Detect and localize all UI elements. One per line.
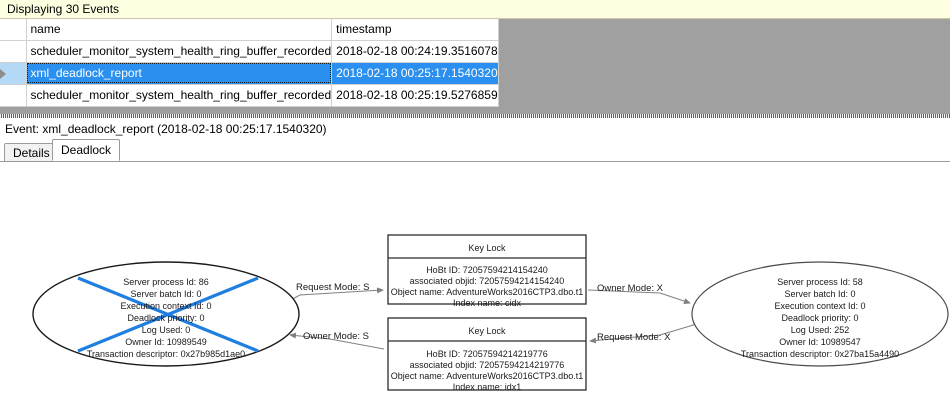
edge-bottom-request-right: Request Mode: X [589,322,701,344]
process-node-right[interactable]: Server process Id: 58 Server batch Id: 0… [691,261,949,367]
resource-line: HoBt ID: 72057594214154240 [426,265,548,275]
row-selector-cell[interactable] [0,40,27,63]
resource-line: associated objid: 72057594214219776 [410,360,565,370]
process-line: Server process Id: 86 [123,277,209,287]
event-caption: Event: xml_deadlock_report (2018-02-18 0… [0,119,950,139]
event-caption-label: Event: xml_deadlock_report (2018-02-18 0… [5,122,327,136]
grid-header-selector [0,19,27,41]
tab-deadlock[interactable]: Deadlock [52,139,121,161]
process-line: Server batch Id: 0 [784,289,855,299]
process-node-left[interactable]: Server process Id: 86 Server batch Id: 0… [32,261,300,367]
resource-box [387,317,587,391]
edge-left-request-top: Request Mode: S [282,282,384,305]
grid-header-name[interactable]: name [26,19,333,41]
victim-cross-icon [77,276,259,353]
process-line: Deadlock priority: 0 [781,313,858,323]
process-line: Owner Id: 10989549 [125,337,207,347]
table-row[interactable]: scheduler_monitor_system_health_ring_buf… [0,40,499,63]
process-line: Owner Id: 10989547 [779,337,861,347]
row-timestamp-cell[interactable]: 2018-02-18 00:24:19.3516078 [331,40,499,63]
edge-left-request-top-label: Request Mode: S [296,282,369,293]
row-pointer-icon [0,68,6,79]
events-count-banner: Displaying 30 Events [0,0,950,19]
tab-deadlock-label: Deadlock [61,143,112,157]
table-row[interactable]: xml_deadlock_report 2018-02-18 00:25:17.… [0,62,499,85]
row-timestamp-cell[interactable]: 2018-02-18 00:25:19.5276859 [331,84,499,107]
row-name-cell[interactable]: scheduler_monitor_system_health_ring_buf… [26,40,333,63]
table-row[interactable]: scheduler_monitor_system_health_ring_buf… [0,84,499,107]
edge-right-owner-top-label: Owner Mode: X [597,283,664,294]
process-line: Execution context Id: 0 [774,301,865,311]
edge-bottom-owner-left: Owner Mode: S [289,331,385,350]
resource-node-top-key-lock[interactable]: Key Lock HoBt ID: 72057594214154240 asso… [387,234,587,308]
process-line: Transaction descriptor: 0x27b985d1ae0 [87,349,245,359]
resource-line: HoBt ID: 72057594214219776 [426,349,548,359]
edge-bottom-owner-left-label: Owner Mode: S [303,331,369,342]
row-name-cell[interactable]: scheduler_monitor_system_health_ring_buf… [26,84,333,107]
tab-details-label: Details [13,146,50,160]
process-ellipse [691,261,949,367]
row-name-cell[interactable]: xml_deadlock_report [26,62,333,85]
process-line: Deadlock priority: 0 [127,313,204,323]
resource-line: Index name: cidx [453,298,522,308]
grid-horizontal-scrollbar[interactable] [0,114,950,118]
process-line: Transaction descriptor: 0x27ba15a4490 [741,349,899,359]
process-line: Execution context Id: 0 [120,301,211,311]
events-grid-table: name timestamp scheduler_monitor_system_… [0,19,499,107]
grid-header-row: name timestamp [0,19,499,41]
deadlock-graph-canvas[interactable]: Request Mode: S Owner Mode: X Owner Mode… [0,162,950,401]
resource-node-bottom-key-lock[interactable]: Key Lock HoBt ID: 72057594214219776 asso… [387,317,587,392]
resource-line: Object name: AdventureWorks2016CTP3.dbo.… [391,371,583,381]
resource-line: Index name: idx1 [453,382,522,392]
resource-box [387,234,587,305]
process-line: Log Used: 0 [142,325,191,335]
process-line: Server process Id: 58 [777,277,863,287]
events-count-label: Displaying 30 Events [7,2,120,16]
detail-tabstrip: Details Deadlock [0,139,950,162]
tab-details[interactable]: Details [4,143,59,161]
grid-header-timestamp[interactable]: timestamp [331,19,499,41]
resource-title: Key Lock [468,243,506,253]
resource-title: Key Lock [468,326,506,336]
process-line: Log Used: 252 [791,325,850,335]
edge-right-owner-top: Owner Mode: X [587,283,691,304]
events-grid[interactable]: name timestamp scheduler_monitor_system_… [0,19,950,118]
resource-line: associated objid: 72057594214154240 [410,276,565,286]
row-timestamp-cell[interactable]: 2018-02-18 00:25:17.1540320 [331,62,499,85]
row-selector-cell[interactable] [0,84,27,107]
process-line: Server batch Id: 0 [130,289,201,299]
resource-line: Object name: AdventureWorks2016CTP3.dbo.… [391,287,583,297]
edge-bottom-request-right-label: Request Mode: X [597,332,671,343]
row-selector-cell[interactable] [0,62,27,85]
